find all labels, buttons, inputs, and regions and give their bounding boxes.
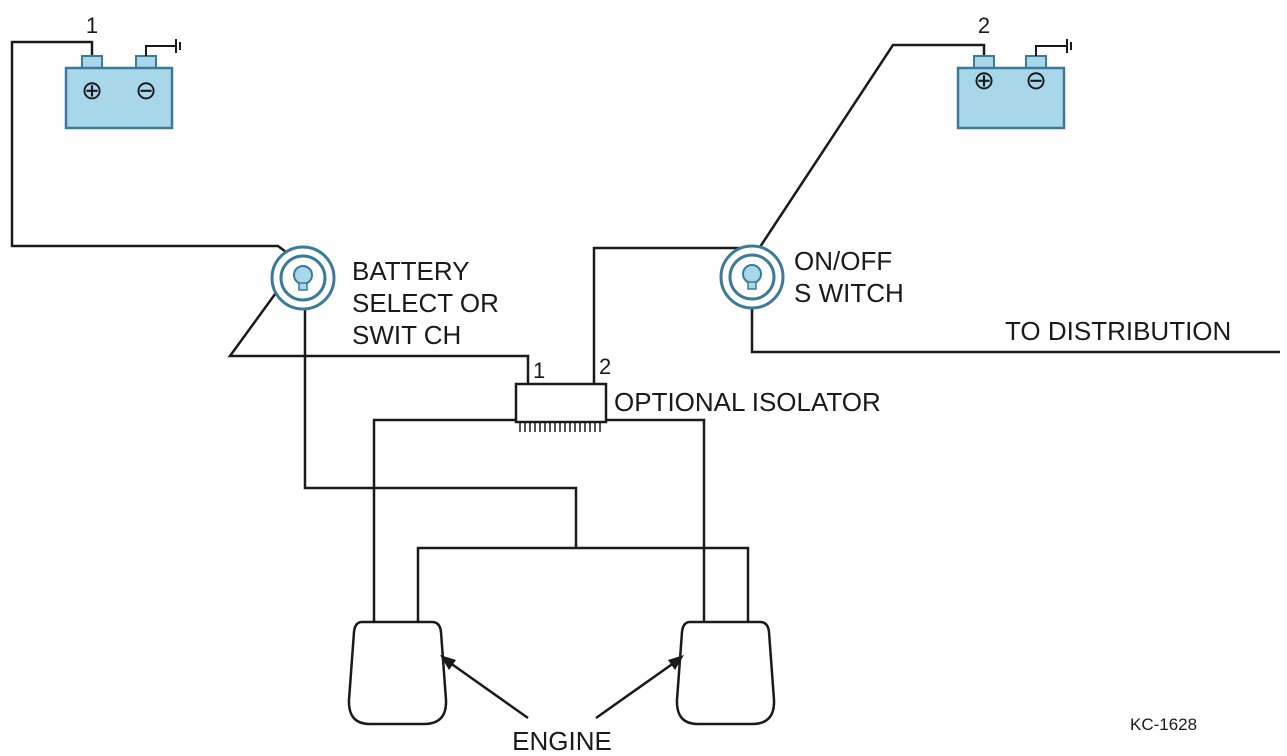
battery-1-ground-wire xyxy=(145,45,175,56)
isolator-label: OPTIONAL ISOLATOR xyxy=(614,387,881,417)
selector-label-line2: SELECT OR xyxy=(352,288,499,318)
selector-knob-icon xyxy=(293,265,313,285)
isolator-input-1: 1 xyxy=(533,358,545,383)
battery-2: ⊕ ⊖ 2 xyxy=(956,13,1072,130)
wire-isolator-to-engine1 xyxy=(372,418,520,622)
wire-isolator-to-engine2 xyxy=(604,418,706,622)
battery-1-positive-symbol: ⊕ xyxy=(81,75,103,105)
battery-1-negative-symbol: ⊖ xyxy=(135,75,157,105)
battery-selector-switch xyxy=(270,245,336,311)
wire-selector-to-isolator1 xyxy=(227,289,530,384)
battery-2-negative-symbol: ⊖ xyxy=(1025,65,1047,95)
battery-2-number: 2 xyxy=(978,13,990,38)
onoff-label-line1: ON/OFF xyxy=(794,246,892,276)
engine-2 xyxy=(675,620,776,726)
battery-1: ⊕ ⊖ 1 xyxy=(64,13,181,130)
battery-2-positive-symbol: ⊕ xyxy=(973,65,995,95)
arrowhead-engine-1 xyxy=(440,655,456,670)
wire-onoff-to-distribution xyxy=(750,305,1280,354)
figure-reference: KC-1628 xyxy=(1130,715,1197,734)
selector-label-line1: BATTERY xyxy=(352,256,470,286)
wire-selector-to-engine1 xyxy=(303,305,578,548)
battery-1-body xyxy=(64,66,174,130)
wire-engine-cross xyxy=(416,546,750,622)
onoff-switch xyxy=(719,244,785,310)
wire-battery2-to-onoff xyxy=(756,43,986,251)
battery-1-number: 1 xyxy=(86,13,98,38)
distribution-label: TO DISTRIBUTION xyxy=(1005,316,1231,346)
isolator-input-2: 2 xyxy=(599,354,611,379)
onoff-label-line2: S WITCH xyxy=(794,278,904,308)
wire-battery1-to-selector xyxy=(10,40,287,253)
ground-icon xyxy=(175,39,181,53)
arrowhead-engine-2 xyxy=(668,655,684,670)
battery-2-body xyxy=(956,66,1066,130)
optional-isolator xyxy=(514,382,608,432)
wires xyxy=(10,40,1280,622)
selector-label-line3: SWIT CH xyxy=(352,320,461,350)
engine-label: ENGINE xyxy=(512,726,612,756)
isolator-heatsink-fins xyxy=(519,422,601,432)
isolator-body xyxy=(514,382,608,424)
engine-arrows xyxy=(440,655,684,720)
arrow-to-engine-1 xyxy=(445,658,529,720)
engine-1 xyxy=(347,620,448,726)
ground-icon xyxy=(1066,39,1072,53)
battery-2-ground-wire xyxy=(1035,45,1066,56)
wire-isolator2-to-onoff xyxy=(592,246,748,384)
onoff-knob-icon xyxy=(742,264,762,284)
arrow-to-engine-2 xyxy=(595,658,679,720)
